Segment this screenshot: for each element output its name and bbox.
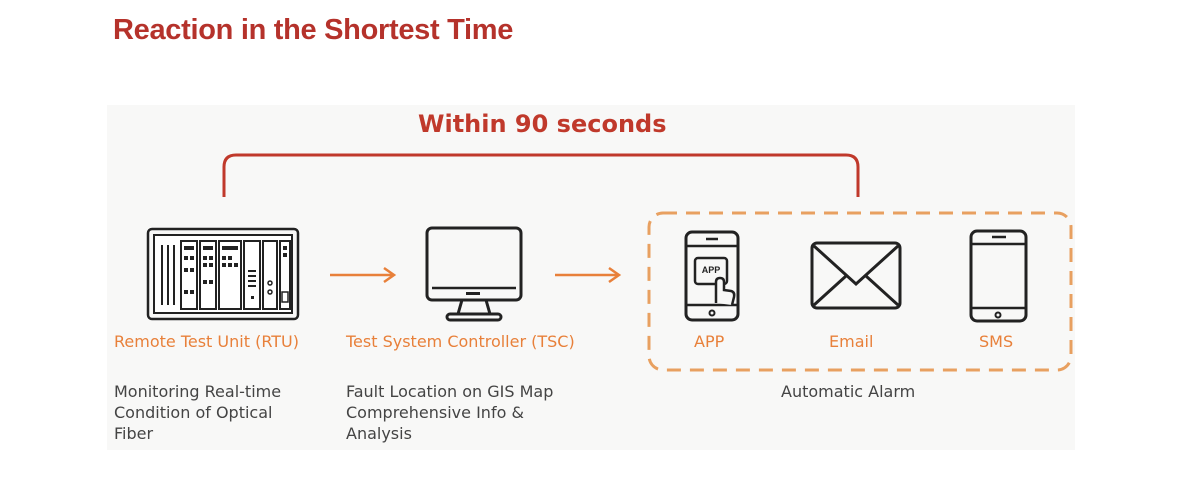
time-bracket <box>222 153 860 197</box>
tsc-label: Test System Controller (TSC) <box>346 332 575 351</box>
rtu-description: Monitoring Real-time Condition of Optica… <box>114 381 281 444</box>
rtu-label: Remote Test Unit (RTU) <box>114 332 299 351</box>
alarm-description: Automatic Alarm <box>781 381 915 402</box>
app-label: APP <box>694 332 725 351</box>
smartphone-icon <box>969 229 1028 323</box>
page-title: Reaction in the Shortest Time <box>113 14 514 46</box>
app-badge-text: APP <box>702 265 721 275</box>
tsc-desc-line: Analysis <box>346 424 412 443</box>
tsc-desc-line: Fault Location on GIS Map <box>346 382 554 401</box>
arrow-rtu-to-tsc <box>330 266 397 284</box>
rtu-desc-line: Monitoring Real-time <box>114 382 282 401</box>
alarm-group-box <box>647 211 1073 372</box>
tsc-description: Fault Location on GIS Map Comprehensive … <box>346 381 553 444</box>
time-label: Within 90 seconds <box>418 110 667 138</box>
sms-label: SMS <box>979 332 1014 351</box>
arrow-tsc-to-alarm <box>555 266 622 284</box>
rtu-desc-line: Fiber <box>114 424 154 443</box>
email-label: Email <box>829 332 874 351</box>
envelope-icon <box>810 241 902 310</box>
monitor-icon <box>425 226 523 322</box>
rtu-rack-icon <box>146 227 300 321</box>
alarm-desc-line: Automatic Alarm <box>781 382 916 401</box>
rtu-desc-line: Condition of Optical <box>114 403 273 422</box>
smartphone-app-touch-icon <box>684 230 740 322</box>
tsc-desc-line: Comprehensive Info & <box>346 403 524 422</box>
